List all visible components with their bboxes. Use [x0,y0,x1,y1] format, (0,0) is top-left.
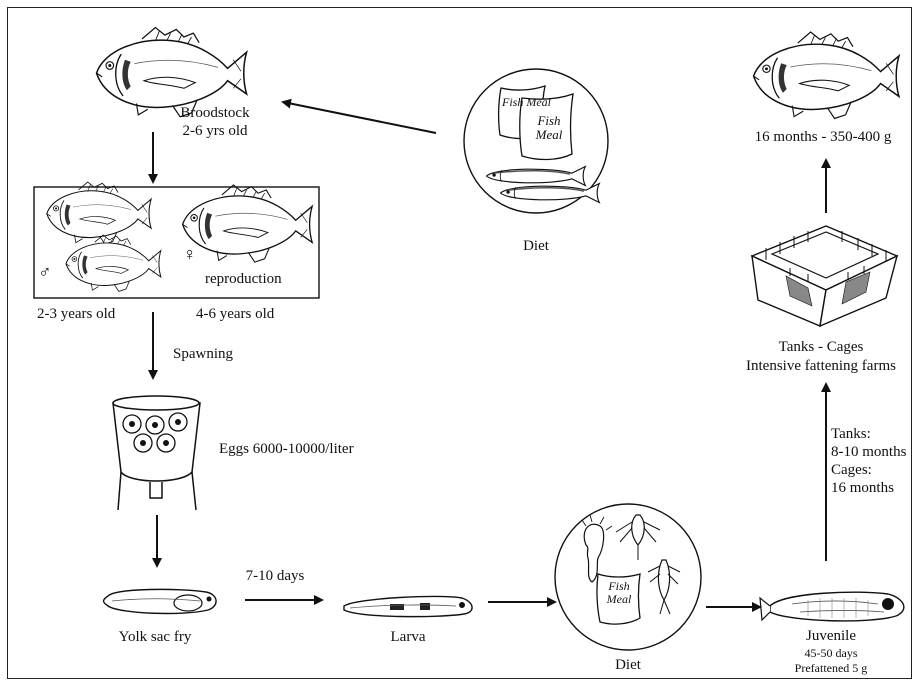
tanks-cages-illustration [752,226,897,326]
cages-duration-value: 16 months [831,479,894,497]
market-size-label: 16 months - 350-400 g [738,128,908,146]
juvenile-title: Juvenile [786,627,876,645]
reproduction-label: reproduction [205,270,282,288]
fish-meal-bag-label-front: Fish Meal [528,114,570,142]
juvenile-age: 45-50 days [771,646,891,661]
larva-interval-label: 7-10 days [235,567,315,585]
spawning-label: Spawning [173,345,233,363]
yolk-sac-fry-illustration [104,589,217,613]
female-age-label: 4-6 years old [196,305,274,323]
fish-meal-bag-label-back: Fish Meal [502,96,542,108]
arrow-diet-to-broodstock [283,102,436,133]
cages-duration-label: Cages: [831,461,872,479]
broodstock-title: Broodstock [140,104,290,122]
yolk-sac-fry-label: Yolk sac fry [95,628,215,646]
larva-illustration [344,596,472,616]
male-symbol: ♂ [38,263,52,281]
larva-label: Larva [368,628,448,646]
fish-meal-bag-label-bottom: Fish Meal [598,580,640,606]
farms-title: Tanks - Cages [736,338,906,356]
market-fish-illustration [754,32,899,118]
farms-subtitle: Intensive fattening farms [736,357,906,375]
female-symbol: ♀ [183,245,197,263]
diet-bottom-label: Diet [588,656,668,674]
broodstock-age: 2-6 yrs old [140,122,290,140]
tanks-duration-label: Tanks: [831,425,871,443]
diet-top-label: Diet [496,237,576,255]
juvenile-illustration [760,592,904,621]
egg-incubator-illustration [113,396,200,510]
juvenile-weight: Prefattened 5 g [771,661,891,676]
male-age-label: 2-3 years old [37,305,115,323]
eggs-label: Eggs 6000-10000/liter [219,440,354,458]
tanks-duration-value: 8-10 months [831,443,906,461]
